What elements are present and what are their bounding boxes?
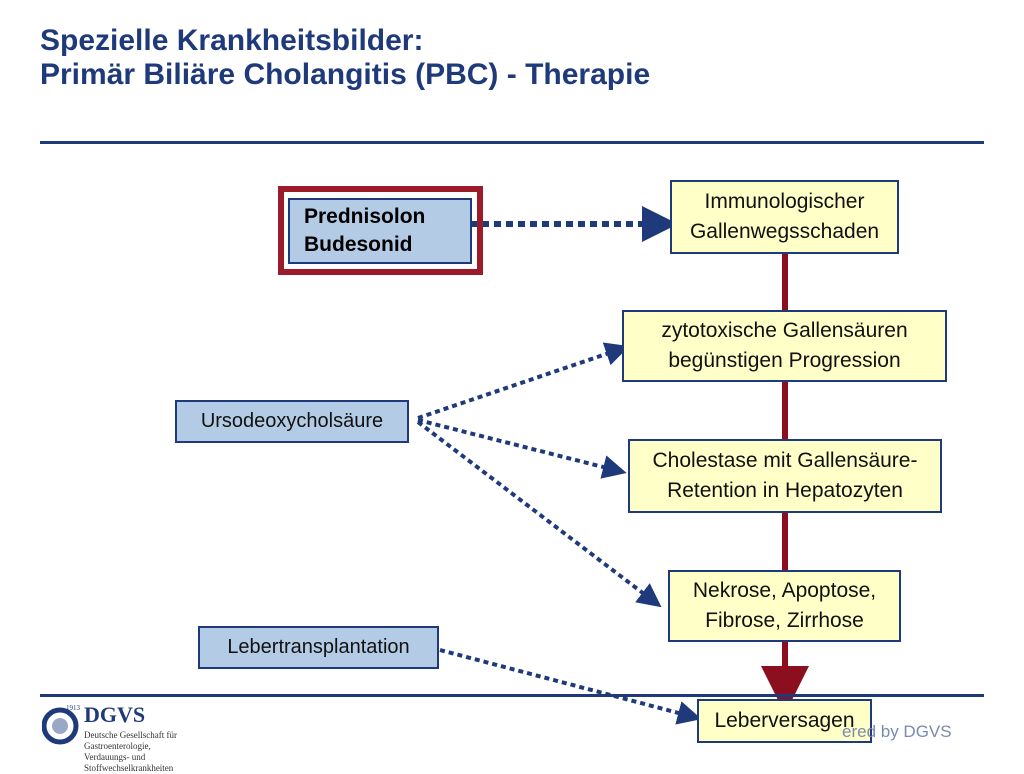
logo-subtitle-line: Deutsche Gesellschaft für <box>84 730 177 740</box>
stage-box-cholestasis: Cholestase mit Gallensäure- Retention in… <box>628 439 942 513</box>
udca-arrow-1 <box>417 342 630 420</box>
footer-divider <box>40 694 984 697</box>
stage-1-line-1: Immunologischer <box>704 190 865 213</box>
udca-arrow-2 <box>417 418 627 479</box>
stage-box-necrosis: Nekrose, Apoptose, Fibrose, Zirrhose <box>668 570 901 642</box>
slide-title: Spezielle Krankheitsbilder: Primär Biliä… <box>40 24 650 92</box>
logo-year: 1913 <box>66 704 80 712</box>
logo-subtitle-line: Verdauungs- und <box>84 752 146 762</box>
dgvs-logo: 1913 DGVS Deutsche Gesellschaft für Gast… <box>42 702 282 773</box>
transplant-arrow <box>439 648 702 725</box>
dgvs-emblem-icon <box>42 707 79 745</box>
title-line-2: Primär Biliäre Cholangitis (PBC) - Thera… <box>40 58 651 91</box>
stage-3-line-2: Retention in Hepatozyten <box>667 479 903 502</box>
stage-2-line-2: begünstigen Progression <box>668 349 901 372</box>
stage-4-line-2: Fibrose, Zirrhose <box>705 609 864 632</box>
transplant-therapy-box: Lebertransplantation <box>198 626 439 669</box>
logo-subtitle-line: Stoffwechselkrankheiten <box>84 763 174 773</box>
udca-arrow-3 <box>416 420 662 608</box>
udca-therapy-box: Ursodeoxycholsäure <box>175 400 409 443</box>
stage-box-liver-failure: Leberversagen <box>697 699 872 743</box>
stage-4-line-1: Nekrose, Apoptose, <box>692 579 877 602</box>
steroid-line-2: Budesonid <box>304 233 413 256</box>
stage-box-immune-damage: Immunologischer Gallenwegsschaden <box>670 180 899 254</box>
logo-subtitle-line: Gastroenterologie, <box>84 741 151 751</box>
logo-subtitle: Deutsche Gesellschaft für Gastroenterolo… <box>84 730 204 774</box>
stage-3-line-1: Cholestase mit Gallensäure- <box>652 449 918 472</box>
stage-5-label: Leberversagen <box>714 709 855 732</box>
stage-2-line-1: zytotoxische Gallensäuren <box>661 319 908 342</box>
logo-name: DGVS <box>84 702 146 727</box>
steroid-therapy-box: Prednisolon Budesonid <box>288 198 472 264</box>
steroid-highlight-frame <box>278 186 483 275</box>
title-line-1: Spezielle Krankheitsbilder: <box>40 24 424 57</box>
steroid-line-1: Prednisolon <box>304 205 426 228</box>
transplant-label: Lebertransplantation <box>227 636 410 658</box>
powered-by-text: ered by DGVS <box>842 722 952 741</box>
stage-1-line-2: Gallenwegsschaden <box>689 220 880 243</box>
udca-label: Ursodeoxycholsäure <box>200 410 384 432</box>
title-divider <box>40 141 984 144</box>
stage-box-bile-acids: zytotoxische Gallensäuren begünstigen Pr… <box>622 310 947 382</box>
